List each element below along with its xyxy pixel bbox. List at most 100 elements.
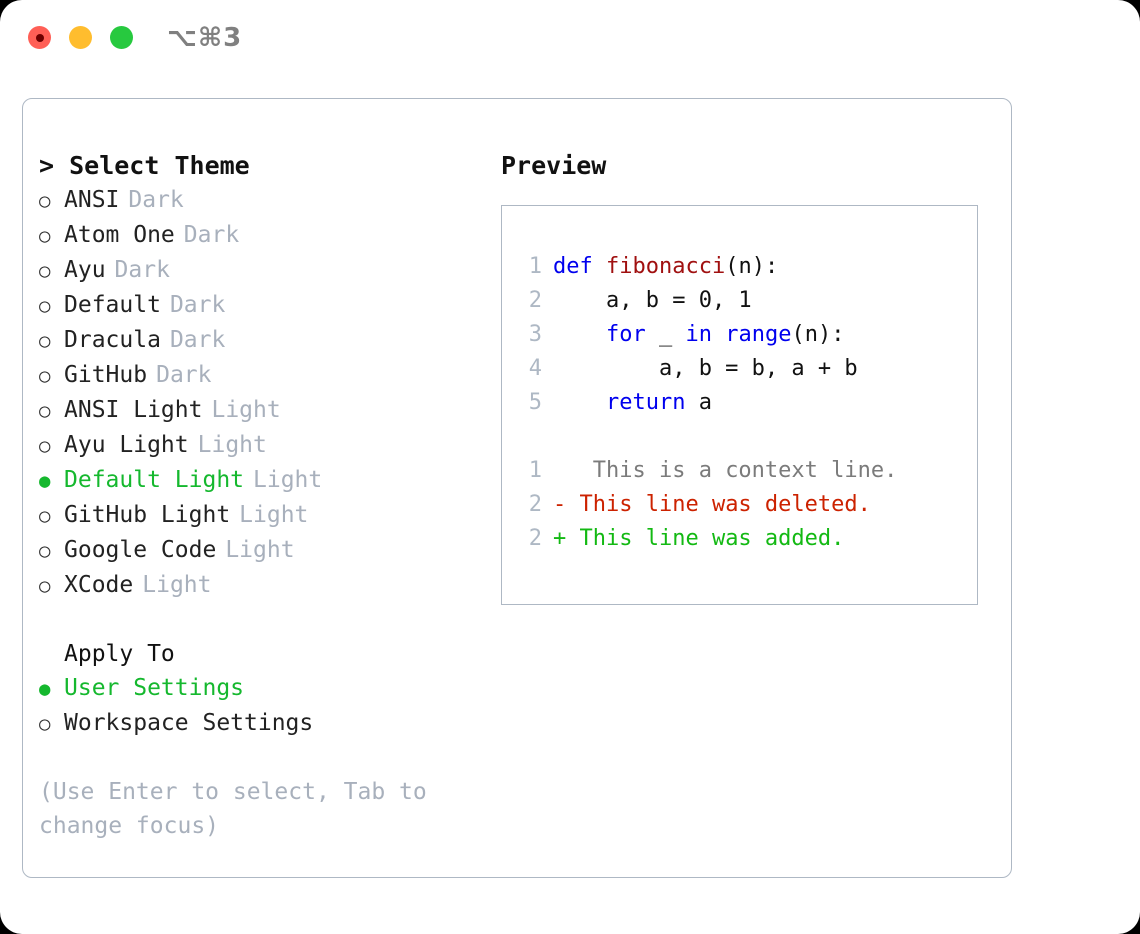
apply-to-heading: Apply To bbox=[64, 641, 175, 667]
code-token bbox=[712, 322, 725, 347]
diff-text: This line was added. bbox=[566, 526, 845, 551]
theme-option-category: Light bbox=[142, 572, 212, 598]
theme-option[interactable]: ○ Ayu Light Light bbox=[39, 428, 499, 463]
code-token: a, b = 0, 1 bbox=[553, 288, 752, 313]
theme-option-category: Light bbox=[225, 537, 295, 563]
code-token: return bbox=[605, 390, 686, 415]
theme-option-label: Default Light bbox=[64, 467, 245, 493]
apply-to-list: ●User Settings ○ Workspace Settings bbox=[39, 671, 499, 741]
line-number: 3 bbox=[528, 322, 542, 347]
title-bar: ⌥⌘3 bbox=[0, 0, 1140, 78]
theme-option[interactable]: ○ ANSI Dark bbox=[39, 183, 499, 218]
code-token: a, b = b, a + b bbox=[553, 356, 858, 381]
theme-option-label: Default bbox=[64, 292, 161, 318]
apply-to-option[interactable]: ○ Workspace Settings bbox=[39, 706, 499, 741]
theme-option[interactable]: ○ GitHub Dark bbox=[39, 358, 499, 393]
theme-option-label: GitHub Light bbox=[64, 502, 231, 528]
theme-option-label: ANSI bbox=[64, 187, 120, 213]
theme-option[interactable]: ○ GitHub Light Light bbox=[39, 498, 499, 533]
radio-selected-icon[interactable]: ● bbox=[39, 678, 51, 700]
theme-option[interactable]: ○ Google Code Light bbox=[39, 533, 499, 568]
code-token: _ bbox=[645, 322, 686, 347]
preview-heading: Preview bbox=[501, 151, 607, 180]
theme-option-category: Dark bbox=[128, 187, 184, 213]
code-line: 3 for _ in range(n): bbox=[520, 318, 977, 352]
code-token: in bbox=[685, 322, 712, 347]
theme-option-label: Ayu Light bbox=[64, 432, 189, 458]
diff-marker bbox=[553, 458, 566, 483]
radio-unselected-icon[interactable]: ○ bbox=[39, 400, 51, 422]
minimize-button[interactable] bbox=[69, 26, 92, 49]
theme-option-category: Dark bbox=[183, 222, 240, 248]
theme-option[interactable]: ○ Atom One Dark bbox=[39, 218, 499, 253]
zoom-button[interactable] bbox=[110, 26, 133, 49]
line-number: 1 bbox=[528, 458, 542, 483]
apply-to-option[interactable]: ●User Settings bbox=[39, 671, 499, 706]
theme-option[interactable]: ● Default Light Light bbox=[39, 463, 499, 498]
diff-sample: 1 This is a context line. 2- This line wa… bbox=[520, 454, 977, 556]
radio-unselected-icon[interactable]: ○ bbox=[39, 260, 51, 282]
radio-unselected-icon[interactable]: ○ bbox=[39, 295, 51, 317]
code-token: a bbox=[685, 390, 712, 415]
theme-option[interactable]: ○ Default Dark bbox=[39, 288, 499, 323]
code-token: for bbox=[605, 322, 646, 347]
theme-option[interactable]: ○ Ayu Dark bbox=[39, 253, 499, 288]
section-spacer bbox=[39, 603, 499, 637]
diff-line: 1 This is a context line. bbox=[520, 454, 977, 488]
theme-option-category: Light bbox=[239, 502, 309, 528]
theme-option-category: Dark bbox=[156, 362, 212, 388]
radio-selected-icon[interactable]: ● bbox=[39, 470, 51, 492]
radio-unselected-icon[interactable]: ○ bbox=[39, 540, 51, 562]
code-token: fibonacci bbox=[605, 254, 726, 279]
radio-unselected-icon[interactable]: ○ bbox=[39, 435, 51, 457]
code-line: 4 a, b = b, a + b bbox=[520, 352, 977, 386]
diff-text: This line was deleted. bbox=[566, 492, 871, 517]
radio-unselected-icon[interactable]: ○ bbox=[39, 505, 51, 527]
line-number: 2 bbox=[528, 492, 542, 517]
line-number: 1 bbox=[528, 254, 542, 279]
theme-option-category: Light bbox=[197, 432, 267, 458]
code-token bbox=[553, 390, 606, 415]
code-line: 2 a, b = 0, 1 bbox=[520, 284, 977, 318]
diff-text: This is a context line. bbox=[566, 458, 898, 483]
theme-option-label: Dracula bbox=[64, 327, 161, 353]
radio-unselected-icon[interactable]: ○ bbox=[39, 575, 51, 597]
radio-unselected-icon[interactable]: ○ bbox=[39, 365, 51, 387]
theme-option-category: Light bbox=[253, 467, 323, 493]
diff-marker: + bbox=[553, 526, 567, 551]
code-token: range bbox=[725, 322, 792, 347]
code-diff-spacer bbox=[520, 420, 977, 454]
theme-option-label: Ayu bbox=[64, 257, 106, 283]
code-token: (n): bbox=[791, 322, 845, 347]
code-token: (n): bbox=[725, 254, 779, 279]
radio-unselected-icon[interactable]: ○ bbox=[39, 330, 51, 352]
theme-option-category: Dark bbox=[114, 257, 170, 283]
apply-to-option-label: Workspace Settings bbox=[64, 710, 314, 736]
code-token: def bbox=[553, 254, 606, 279]
close-button[interactable] bbox=[28, 26, 51, 49]
radio-unselected-icon[interactable]: ○ bbox=[39, 190, 51, 212]
window-controls bbox=[28, 26, 133, 49]
radio-unselected-icon[interactable]: ○ bbox=[39, 225, 51, 247]
line-number: 2 bbox=[528, 526, 542, 551]
code-line: 5 return a bbox=[520, 386, 977, 420]
theme-option-label: XCode bbox=[64, 572, 134, 598]
diff-marker: - bbox=[553, 492, 567, 517]
theme-option-label: Atom One bbox=[64, 222, 175, 248]
theme-option-label: GitHub bbox=[64, 362, 148, 388]
theme-option-category: Dark bbox=[169, 292, 226, 318]
theme-option[interactable]: ○ XCode Light bbox=[39, 568, 499, 603]
keyboard-shortcut-label: ⌥⌘3 bbox=[167, 23, 243, 53]
line-number: 5 bbox=[528, 390, 542, 415]
radio-unselected-icon[interactable]: ○ bbox=[39, 713, 51, 735]
keyboard-hint-text: (Use Enter to select, Tab to change focu… bbox=[39, 779, 427, 839]
theme-option-label: Google Code bbox=[64, 537, 217, 563]
